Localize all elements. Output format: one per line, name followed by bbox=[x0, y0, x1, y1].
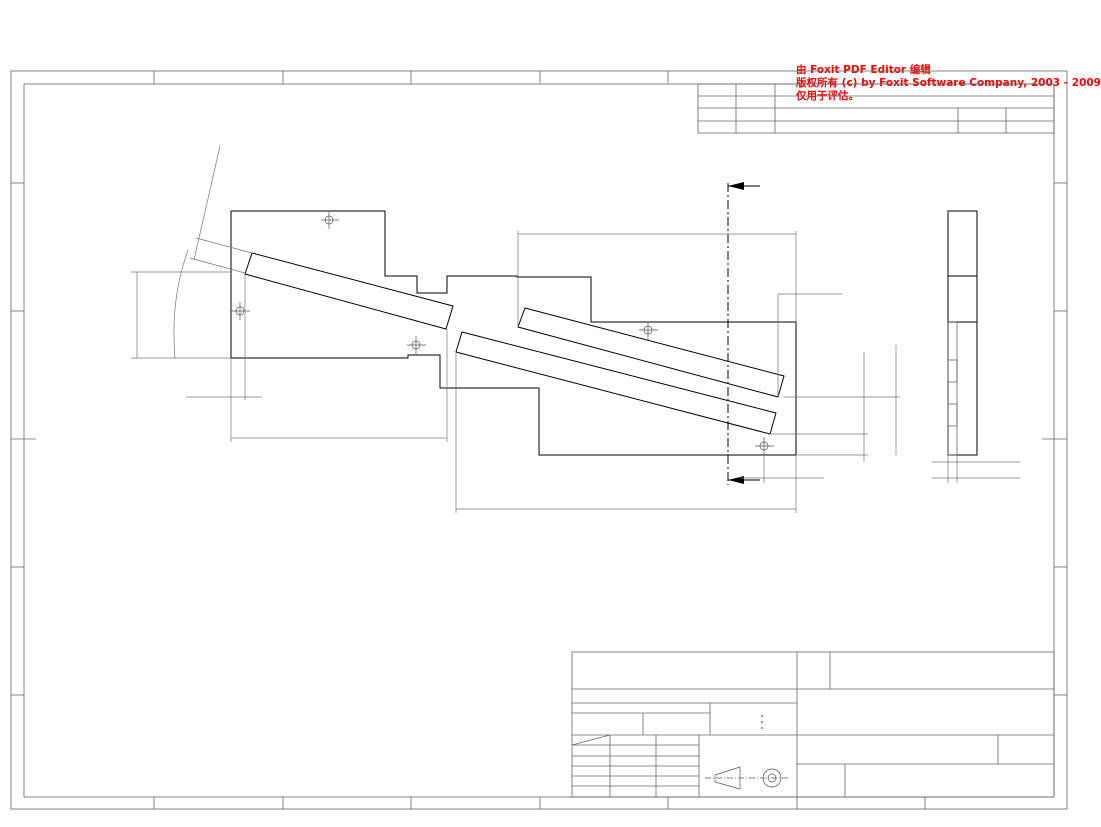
watermark-line-2: 版权所有 (c) by Foxit Software Company, 2003… bbox=[796, 77, 1101, 89]
outer-frame bbox=[10, 70, 1068, 810]
title-block bbox=[571, 651, 1055, 798]
slot-1 bbox=[244, 252, 454, 330]
revision-table bbox=[697, 83, 1055, 134]
sheet-frame bbox=[10, 70, 1068, 810]
section-arrow-icon bbox=[727, 182, 760, 485]
dimensions-right bbox=[455, 231, 900, 513]
dimensions-left bbox=[131, 145, 448, 442]
slot-3 bbox=[517, 307, 785, 398]
inner-frame bbox=[23, 83, 1055, 798]
side-view bbox=[932, 210, 1020, 483]
watermark-line-1: 由 Foxit PDF Editor 编辑 bbox=[796, 64, 931, 76]
center-mark-icon bbox=[231, 212, 774, 455]
projection-symbol-icon bbox=[705, 766, 790, 790]
watermark: 由 Foxit PDF Editor 编辑 版权所有 (c) by Foxit … bbox=[796, 64, 1101, 103]
front-view bbox=[230, 210, 797, 456]
